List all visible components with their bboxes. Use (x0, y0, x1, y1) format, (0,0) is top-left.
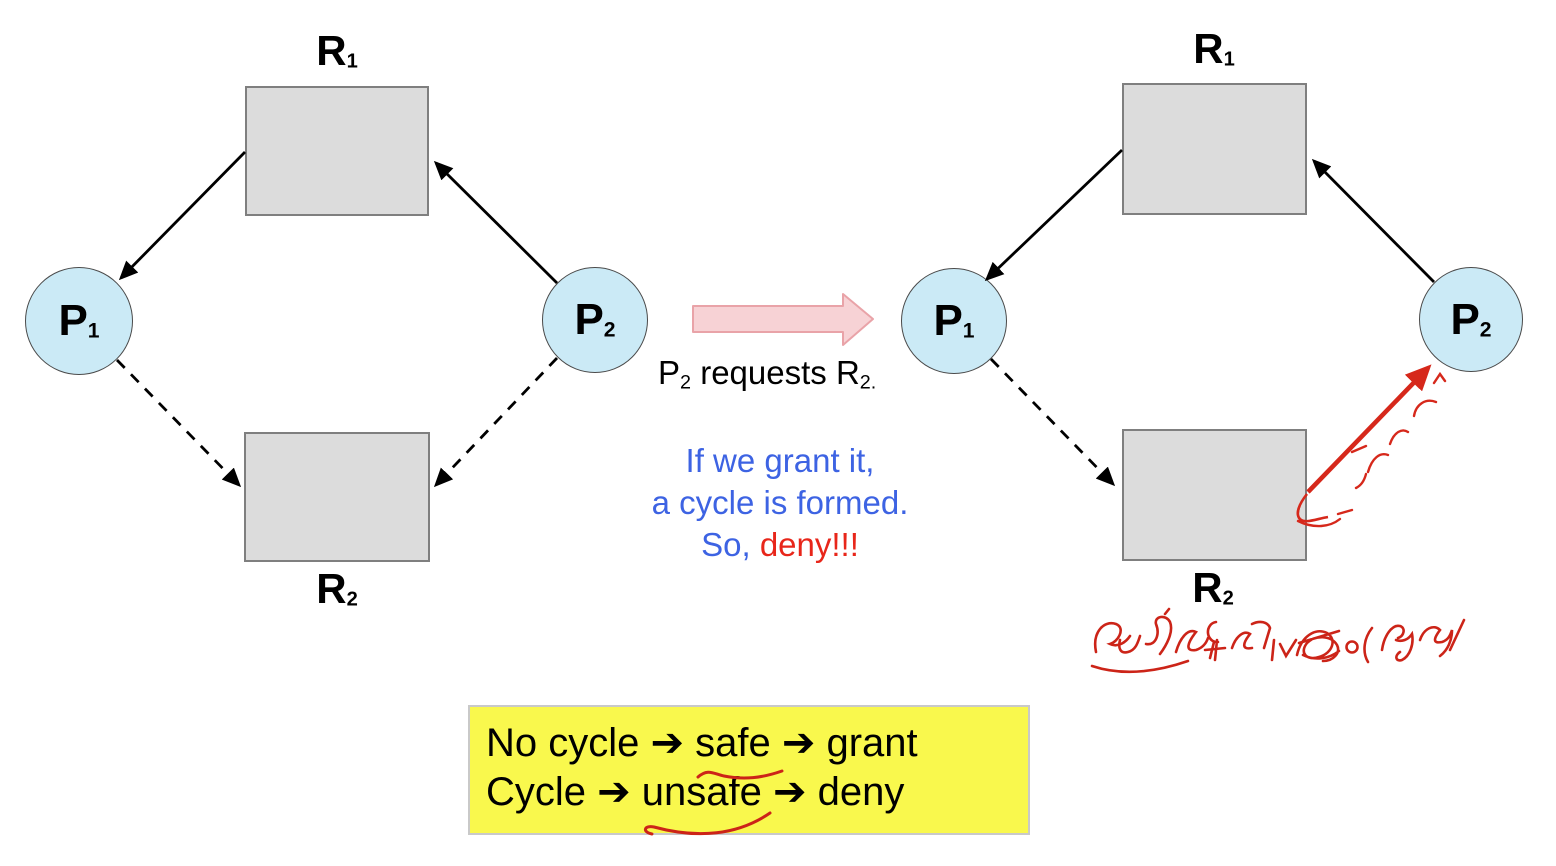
scribble-stroke-5 (1163, 607, 1171, 616)
right-r1-label-main: R (1193, 25, 1224, 72)
red-sketch-curve-3 (1366, 453, 1390, 474)
red-sketch-dash-1 (1350, 444, 1368, 454)
summary-line1: No cycle ➔ safe ➔ grant (486, 721, 918, 765)
left-r2-label-main: R (316, 565, 347, 612)
right-resource-r1-box (1122, 83, 1307, 215)
note-line2: a cycle is formed. (651, 484, 909, 521)
right-p1-label: P1 (933, 299, 974, 343)
caption-mid: requests (691, 354, 836, 391)
right-r2-label-sub: 2 (1222, 587, 1234, 610)
left-process-p2-node: P2 (542, 267, 648, 373)
right-resource-r2-box (1122, 429, 1307, 561)
red-sketch-dash-2 (1336, 508, 1354, 516)
scribble-stroke-7 (1203, 620, 1227, 662)
red-arrow-r2-to-p2 (1306, 364, 1432, 494)
scribble-stroke-4 (1144, 615, 1173, 656)
red-sketch-curve-1 (1412, 399, 1438, 418)
note-line3: So, deny!!! (590, 524, 970, 566)
left-r1-label: R1 (316, 30, 358, 72)
scribble-stroke-12 (1345, 640, 1359, 654)
scribble-stroke-11 (1295, 629, 1341, 663)
left-r1-label-main: R (316, 27, 347, 74)
right-edge-r1-to-p1 (984, 148, 1123, 282)
scribble-stroke-13 (1363, 626, 1374, 664)
right-edge-p1-to-r2-dashed (989, 358, 1116, 487)
scribble-stroke-8 (1230, 631, 1254, 650)
scribble-stroke-9 (1250, 620, 1272, 650)
caption-p-sub: 2 (680, 371, 692, 394)
left-edge-p2-to-r1 (433, 160, 558, 284)
note-line3-deny: deny!!! (759, 526, 859, 563)
right-p2-label-main: P (1450, 294, 1480, 344)
scribble-stroke-1 (1093, 621, 1132, 654)
left-r1-label-sub: 1 (346, 50, 358, 73)
red-sketch-marks (1296, 371, 1447, 528)
left-p1-label-main: P (58, 296, 88, 345)
left-process-p1-node: P1 (25, 267, 133, 375)
red-sketch-curve-2 (1388, 429, 1410, 446)
transition-arrow-icon (692, 293, 874, 346)
left-p2-label-sub: 2 (603, 318, 616, 342)
left-p1-label: P1 (58, 299, 99, 343)
right-r2-label: R2 (1192, 567, 1234, 609)
right-p2-label-sub: 2 (1479, 318, 1492, 342)
left-p1-label-sub: 1 (87, 319, 100, 343)
note-line3-prefix: So, (701, 526, 760, 563)
transition-caption: P2 requests R2. (658, 354, 877, 394)
right-process-p1-node: P1 (901, 268, 1007, 374)
caption-p: P (658, 354, 681, 391)
scribble-stroke-6 (1174, 629, 1216, 660)
note-line1: If we grant it, (685, 442, 875, 479)
right-r1-label-sub: 1 (1223, 48, 1235, 71)
scribble-stroke-10 (1270, 638, 1298, 662)
left-edge-p2-to-r2-dashed (433, 357, 559, 488)
summary-line2: Cycle ➔ unsafe ➔ deny (486, 770, 905, 814)
red-sketch-caret (1432, 371, 1447, 385)
left-resource-r1-box (245, 86, 429, 216)
right-r1-label: R1 (1193, 28, 1235, 70)
handwriting-scribble (1090, 607, 1466, 674)
right-p2-label: P2 (1450, 294, 1492, 344)
right-p1-label-main: P (933, 296, 963, 345)
scribble-stroke-15 (1418, 626, 1454, 658)
right-process-p2-node: P2 (1419, 267, 1523, 372)
left-edge-r1-to-p1 (118, 151, 246, 281)
left-edge-p1-to-r2-dashed (115, 359, 242, 488)
left-resource-r2-box (244, 432, 430, 562)
summary-box: No cycle ➔ safe ➔ grant Cycle ➔ unsafe ➔… (468, 705, 1030, 835)
left-p2-label: P2 (574, 298, 615, 342)
right-r2-label-main: R (1192, 564, 1223, 611)
right-edge-p2-to-r1 (1311, 158, 1435, 283)
left-p2-label-main: P (574, 295, 604, 344)
note-text: If we grant it, a cycle is formed. So, d… (590, 440, 970, 566)
scribble-stroke-2 (1117, 634, 1142, 654)
left-r2-label: R2 (316, 568, 358, 610)
scribble-stroke-16 (1448, 618, 1466, 652)
red-granted-edge (1296, 364, 1432, 524)
caption-r-sub: 2. (859, 371, 877, 394)
caption-r: R (835, 354, 860, 391)
scribble-stroke-3 (1090, 659, 1190, 674)
right-p1-label-sub: 1 (962, 319, 975, 343)
left-r2-label-sub: 2 (346, 588, 358, 611)
red-sketch-curve-4 (1354, 472, 1368, 490)
scribble-stroke-14 (1380, 624, 1414, 662)
